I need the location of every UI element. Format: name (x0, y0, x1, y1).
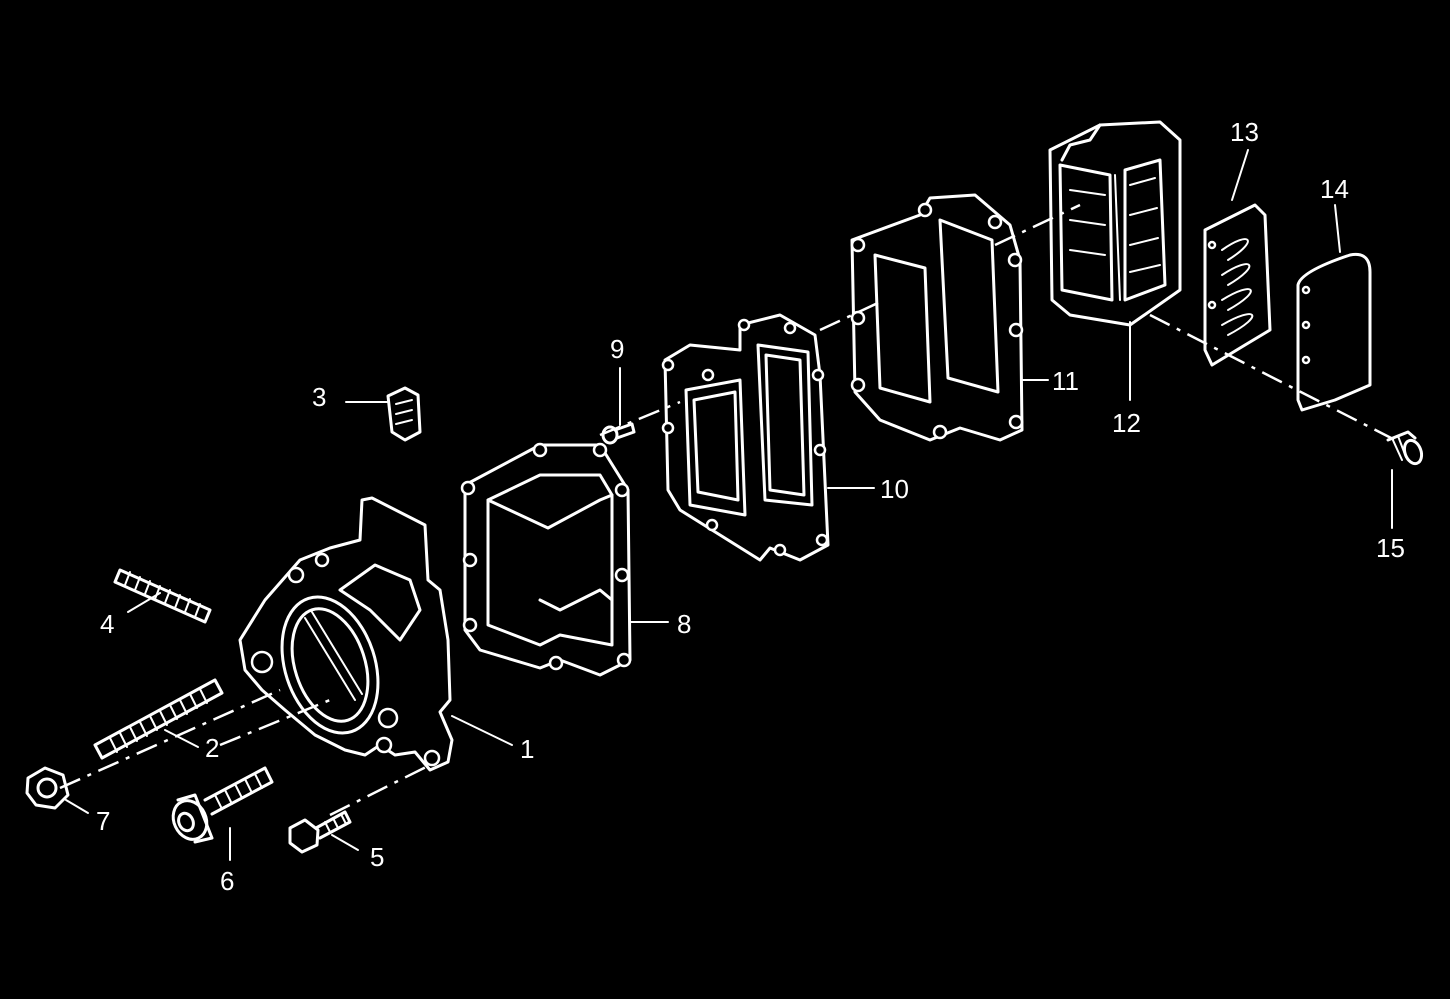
part-11-gasket (850, 193, 1024, 442)
part-2-stud (93, 678, 224, 760)
part-6-socket-bolt (171, 766, 274, 844)
leader-lines (65, 149, 1393, 861)
callout-12: 12 (1112, 408, 1141, 438)
part-7-hex-nut (25, 766, 70, 810)
callout-1: 1 (520, 734, 534, 764)
callout-9: 9 (610, 334, 624, 364)
callout-6: 6 (220, 866, 234, 896)
callout-7: 7 (96, 806, 110, 836)
part-8-gasket (460, 442, 632, 677)
part-9-screw (601, 422, 636, 445)
callout-14: 14 (1320, 174, 1349, 204)
part-14-stop-plate (1296, 252, 1372, 412)
callout-3: 3 (312, 382, 326, 412)
callout-8: 8 (677, 609, 691, 639)
part-15-screw (1386, 430, 1424, 466)
part-3-clip (386, 386, 422, 442)
part-12-reed-block (1048, 120, 1182, 327)
callout-10: 10 (880, 474, 909, 504)
callout-13: 13 (1230, 117, 1259, 147)
callout-5: 5 (370, 842, 384, 872)
callout-4: 4 (100, 609, 114, 639)
part-4-stud (113, 568, 212, 624)
callout-labels: 1 2 3 4 5 6 7 8 9 10 11 12 13 14 15 (96, 117, 1405, 896)
callout-2: 2 (205, 733, 219, 763)
part-13-reed-petals (1203, 203, 1272, 367)
callout-15: 15 (1376, 533, 1405, 563)
part-1-reed-housing (238, 496, 454, 772)
assembly-axis-lines (59, 203, 1396, 817)
callout-11: 11 (1052, 366, 1079, 396)
part-10-reed-plate (661, 313, 830, 562)
part-5-bolt (288, 810, 352, 854)
